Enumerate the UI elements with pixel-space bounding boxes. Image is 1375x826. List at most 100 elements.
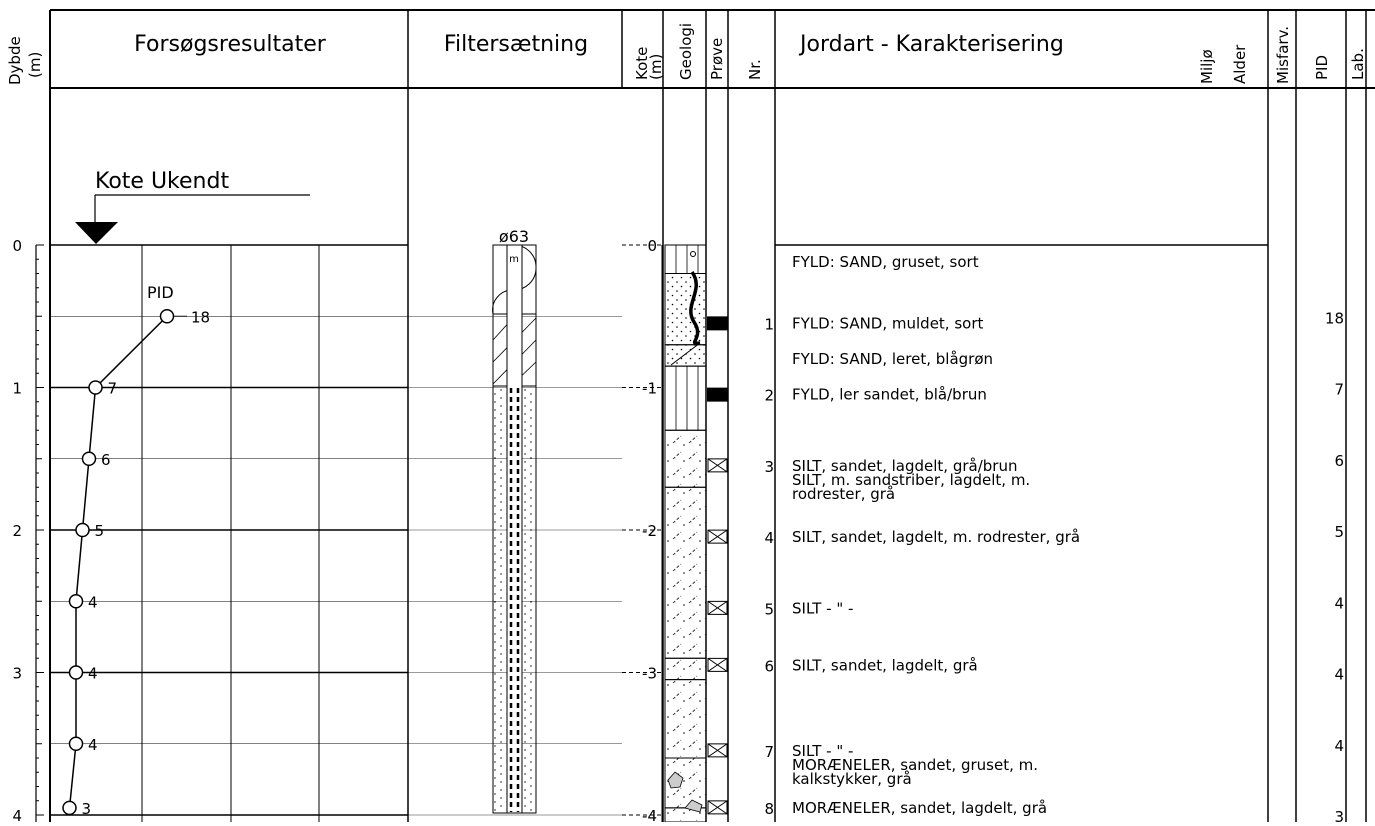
soil-description-line: SILT, sandet, lagdelt, grå xyxy=(792,656,978,674)
geology-layer xyxy=(664,344,707,367)
kote-tick-label: -1 xyxy=(642,380,657,398)
header-prove: Prøve xyxy=(708,38,726,80)
water-level-triangle-icon xyxy=(75,222,118,244)
pid-point xyxy=(159,309,175,324)
header-jordart: Jordart - Karakterisering xyxy=(798,32,1064,57)
depth-tick-label: 4 xyxy=(12,807,22,822)
header-miljo: Miljø xyxy=(1198,49,1216,84)
pid-point xyxy=(81,451,97,466)
soil-description-line: FYLD, ler sandet, blå/brun xyxy=(792,386,987,404)
pid-series-label: PID xyxy=(147,283,174,302)
pid-point-label: 4 xyxy=(88,665,98,683)
header-row: Dybde (m) Forsøgsresultater Filtersætnin… xyxy=(6,23,1367,85)
sample-cross xyxy=(707,529,728,544)
sample-number: 1 xyxy=(764,315,774,333)
filter-column: ø63 m xyxy=(492,227,537,814)
sample-cross xyxy=(707,800,728,815)
soil-description-line: FYLD: SAND, gruset, sort xyxy=(792,253,979,271)
soil-description-line: MORÆNELER, sandet, lagdelt, grå xyxy=(792,799,1047,817)
pid-point-label: 18 xyxy=(191,308,210,326)
sample-cross xyxy=(707,600,728,615)
sample-number: 5 xyxy=(764,600,774,618)
pid-point-label: 4 xyxy=(88,593,98,611)
pid-point xyxy=(68,594,84,609)
geology-layer xyxy=(664,486,707,659)
depth-tick-label: 3 xyxy=(12,665,22,683)
header-alder: Alder xyxy=(1231,44,1249,84)
root-trace-icon xyxy=(689,270,701,346)
filter-seal-arc xyxy=(512,244,537,291)
header-forsogsresultater: Forsøgsresultater xyxy=(134,32,327,57)
pid-point xyxy=(68,736,84,751)
soil-description-line: rodrester, grå xyxy=(792,485,895,503)
sample-cross xyxy=(707,743,728,758)
filter-diameter-label: ø63 xyxy=(499,227,529,246)
geology-layer xyxy=(664,657,707,681)
header-nr: Nr. xyxy=(746,59,764,80)
depth-tick-label: 0 xyxy=(12,237,22,255)
geology-layer xyxy=(664,244,707,274)
geology-layer xyxy=(664,679,707,759)
pid-point-label: 5 xyxy=(95,522,105,540)
pid-point-label: 7 xyxy=(108,380,118,398)
soil-description-line: SILT - " - xyxy=(792,742,853,760)
pid-value: 4 xyxy=(1334,666,1344,684)
pid-value: 18 xyxy=(1325,309,1344,327)
geology-layer xyxy=(664,429,707,488)
pid-value: 4 xyxy=(1334,594,1344,612)
sample-number: 4 xyxy=(764,529,774,547)
sample-number: 7 xyxy=(764,743,774,761)
soil-description-line: kalkstykker, grå xyxy=(792,770,912,788)
pid-value: 4 xyxy=(1334,737,1344,755)
sample-number: 6 xyxy=(764,657,774,675)
header-misfarv: Misfarv. xyxy=(1274,26,1292,84)
samples-column: 1 2 3 4 5 6 7 8 xyxy=(707,315,774,818)
geology-layer xyxy=(664,273,707,346)
soil-description-line: SILT - " - xyxy=(792,599,853,617)
pid-curve xyxy=(68,315,168,808)
kote-tick-label: -3 xyxy=(642,665,657,683)
sample-cross xyxy=(707,657,728,672)
depth-axis: 0 1 2 3 4 xyxy=(12,237,44,825)
pid-point-label: 6 xyxy=(101,451,111,469)
sample-number: 2 xyxy=(764,387,774,405)
pid-point xyxy=(75,522,90,538)
kote-tick-label: 0 xyxy=(647,237,657,255)
water-level-marker: Kote Ukendt xyxy=(75,169,310,244)
filter-pipe-mark: m xyxy=(509,254,519,265)
sample-cross xyxy=(707,458,728,473)
header-kote: Kote xyxy=(633,47,651,80)
pid-value: 3 xyxy=(1334,808,1344,822)
sample-number: 3 xyxy=(764,458,774,476)
header-dybde: Dybde xyxy=(6,36,24,85)
soil-description-line: SILT, m. sandstriber, lagdelt, m. xyxy=(792,471,1030,489)
kote-tick-label: -4 xyxy=(642,807,657,822)
geology-column xyxy=(664,244,707,823)
pid-point xyxy=(68,665,84,680)
pid-value: 5 xyxy=(1334,523,1344,541)
sample-marker-filled xyxy=(707,387,728,402)
header-pid: PID xyxy=(1313,55,1331,80)
soil-description-line: SILT, sandet, lagdelt, m. rodrester, grå xyxy=(792,528,1080,546)
pid-point-label: 3 xyxy=(82,800,92,818)
geology-hatch xyxy=(670,342,701,366)
soil-description-line: FYLD: SAND, muldet, sort xyxy=(792,314,984,332)
header-filtersaetning: Filtersætning xyxy=(444,32,588,57)
header-dybde-unit: (m) xyxy=(26,52,44,78)
sample-number: 8 xyxy=(764,800,774,818)
pid-values-column: 18 7 6 5 4 4 4 3 xyxy=(1325,309,1344,826)
header-lab: Lab. xyxy=(1349,48,1367,80)
depth-tick-label: 2 xyxy=(12,522,22,540)
depth-tick-label: 1 xyxy=(12,380,22,398)
stone-icon xyxy=(684,799,703,813)
pid-point xyxy=(88,380,103,395)
pid-value: 7 xyxy=(1334,381,1344,399)
gravel-icon xyxy=(690,251,696,257)
pid-value: 6 xyxy=(1334,452,1344,470)
soil-description-line: SILT, sandet, lagdelt, grå/brun xyxy=(792,457,1017,475)
kote-ukendt-label: Kote Ukendt xyxy=(95,169,229,194)
filter-pipe xyxy=(506,244,523,814)
